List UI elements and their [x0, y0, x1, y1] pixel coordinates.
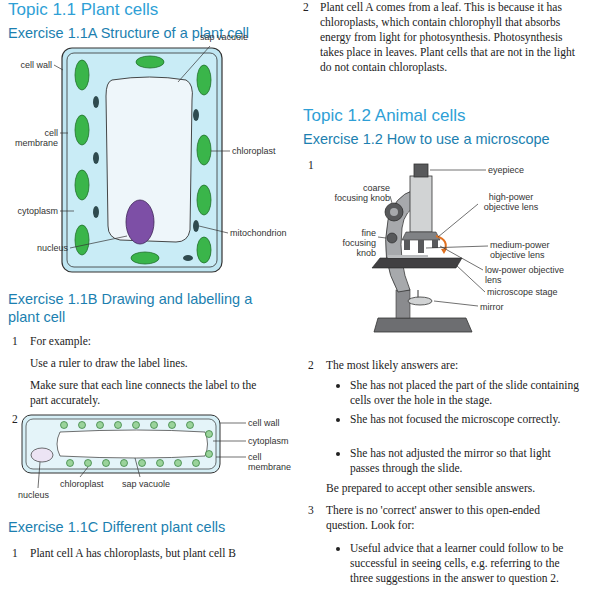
exercise-heading: Exercise 1.1C Different plant cells: [8, 518, 288, 536]
part-label: cytoplasm: [0, 206, 58, 216]
exercise-heading: Exercise 1.1B Drawing and labelling a pl…: [8, 290, 278, 326]
part-label: cytoplasm: [248, 436, 292, 446]
part-label: mitochondrion: [230, 228, 288, 238]
cell-drawing: [22, 415, 246, 488]
body-text: Make sure that each line connects the la…: [30, 378, 270, 408]
plant-cell: [54, 46, 230, 272]
part-label: cell wall: [248, 418, 292, 428]
part-label: mirror: [480, 302, 540, 312]
body-text: The most likely answers are:: [326, 358, 576, 373]
body-text: She has not placed the part of the slide…: [350, 378, 580, 408]
question-number: 1: [308, 158, 322, 173]
part-label: cell wall: [4, 60, 52, 70]
question-number: 1: [12, 334, 26, 349]
part-label: chloroplast: [232, 146, 288, 156]
part-label: low-power objective lens: [485, 265, 565, 285]
part-label: chloroplast: [60, 479, 120, 489]
part-label: fine focusing knob: [330, 228, 376, 258]
topic-heading: Topic 1.2 Animal cells: [303, 106, 583, 126]
part-label: cell membrane: [248, 452, 292, 472]
part-label: nucleus: [14, 243, 68, 253]
part-label: eyepiece: [488, 165, 568, 175]
part-label: high-power objective lens: [478, 192, 544, 212]
body-text: Use a ruler to draw the label lines.: [30, 356, 280, 371]
body-text: She has not adjusted the mirror so that …: [350, 446, 580, 476]
body-text: Plant cell A comes from a leaf. This is …: [320, 0, 578, 75]
topic-heading: Topic 1.1 Plant cells: [8, 0, 288, 20]
body-text: She has not focused the microscope corre…: [350, 412, 580, 427]
body-text: There is no 'correct' answer to this ope…: [326, 503, 581, 533]
part-label: nucleus: [18, 490, 68, 500]
question-number: 2: [303, 0, 317, 15]
exercise-heading: Exercise 1.2 How to use a microscope: [303, 130, 583, 148]
part-label: coarse focusing knob: [330, 183, 390, 203]
body-text: Useful advice that a learner could follo…: [350, 541, 580, 586]
part-label: microscope stage: [487, 287, 577, 297]
body-text: Plant cell A has chloroplasts, but plant…: [30, 546, 292, 561]
question-number: 3: [308, 503, 322, 518]
part-label: sap vacuole: [122, 479, 182, 489]
body-text: For example:: [30, 334, 280, 349]
part-label: medium-power objective lens: [490, 240, 570, 260]
part-label: cell membrane: [0, 128, 58, 148]
part-label: sap vacuole: [200, 32, 280, 42]
body-text: Be prepared to accept other sensible ans…: [326, 481, 581, 496]
question-number: 2: [12, 412, 26, 427]
question-number: 2: [308, 358, 322, 373]
question-number: 1: [12, 546, 26, 561]
